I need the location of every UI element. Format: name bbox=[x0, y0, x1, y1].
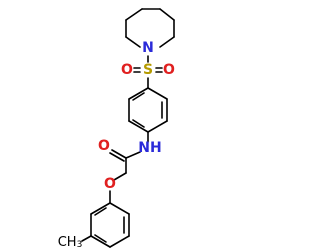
oxygen-sulfonyl-right-label: O bbox=[163, 62, 175, 78]
amide-nh-label: NH bbox=[138, 140, 161, 156]
nh-carbonyl-bond bbox=[125, 151, 141, 159]
ring-methyl-bond bbox=[81, 235, 92, 242]
ch2-oxygen-bond bbox=[113, 172, 127, 181]
oxygen-ether-label: O bbox=[104, 176, 116, 192]
sulfur-label: S bbox=[143, 62, 153, 78]
oxygen-sulfonyl-left-label: O bbox=[121, 62, 133, 78]
benzene-ring-para bbox=[128, 87, 168, 133]
oxygen-carbonyl-label: O bbox=[98, 138, 110, 154]
benzene-ring-tolyl bbox=[90, 202, 130, 248]
azepane-ring bbox=[125, 8, 175, 48]
nitrogen-ring-label: N bbox=[142, 40, 154, 56]
sulfonyl-bonds bbox=[133, 67, 163, 73]
carbonyl-double-bond bbox=[109, 149, 127, 162]
methyl-label: CH3 bbox=[58, 235, 83, 250]
molecule-structure: N S O O NH O O CH3 bbox=[58, 8, 175, 250]
